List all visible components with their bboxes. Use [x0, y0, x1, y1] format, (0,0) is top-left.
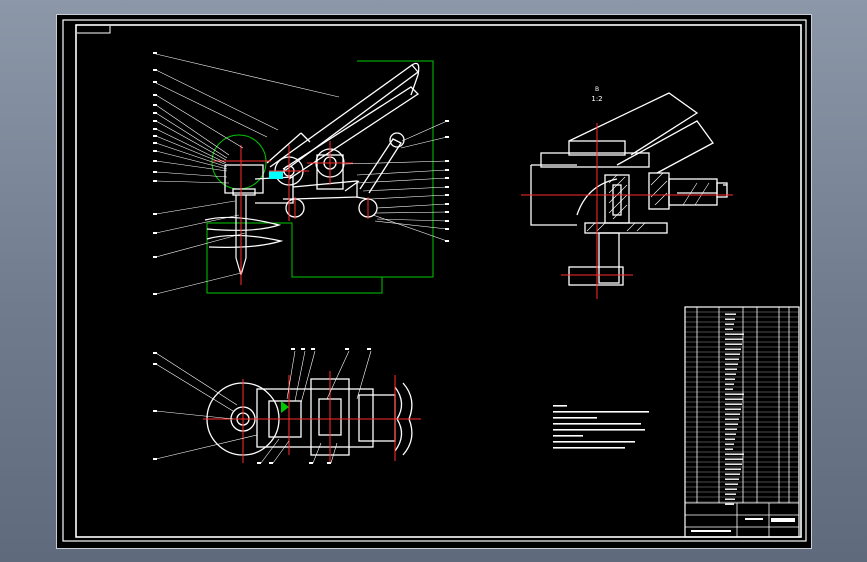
- main-view-leaders-left: [155, 53, 340, 295]
- cad-drawing-viewport[interactable]: B 1:2: [56, 14, 812, 549]
- parts-list-row-text: [725, 393, 744, 395]
- parts-list-row-text: [725, 328, 733, 330]
- parts-list-row-text: [725, 503, 734, 505]
- parts-list-row-text: [725, 438, 735, 440]
- parts-list-row-text: [725, 478, 739, 480]
- parts-list-row-text: [725, 448, 733, 450]
- parts-list-row-text: [725, 418, 739, 420]
- parts-list-row-text: [725, 428, 737, 430]
- view-a-label: B: [595, 86, 599, 93]
- view-a-hatching: [586, 172, 710, 232]
- main-view-handle: [266, 62, 420, 180]
- parts-list-row-text: [725, 363, 738, 365]
- parts-list-row-text: [725, 343, 742, 345]
- parts-list-entries: [725, 313, 744, 505]
- parts-list-row-text: [725, 348, 741, 350]
- main-view-body: [224, 132, 405, 218]
- parts-list-row-text: [725, 493, 736, 495]
- parts-list-row-text: [725, 378, 735, 380]
- main-view-balloon-marks: [153, 52, 449, 295]
- top-view-outline: [206, 378, 413, 456]
- parts-list-row-text: [725, 488, 737, 490]
- parts-list-row-text: [725, 333, 744, 335]
- parts-list-row-text: [725, 463, 742, 465]
- top-view: [153, 348, 421, 464]
- top-view-balloon-marks: [153, 348, 371, 464]
- top-view-centerlines: [203, 371, 421, 463]
- parts-list-row-text: [725, 473, 740, 475]
- parts-list-row-text: [725, 458, 743, 460]
- view-a-centerlines: [521, 123, 733, 299]
- parts-list-row-text: [725, 353, 740, 355]
- parts-list-row-text: [725, 483, 738, 485]
- parts-list-row-text: [725, 358, 739, 360]
- parts-list-row-text: [725, 408, 741, 410]
- title-block-marks: [691, 518, 795, 532]
- parts-list-row-text: [725, 468, 741, 470]
- top-view-green-mark: [281, 401, 289, 413]
- parts-list-row-text: [725, 453, 744, 455]
- parts-list-row-text: [725, 413, 740, 415]
- parts-list-row-text: [725, 498, 735, 500]
- view-a-section: B 1:2: [521, 86, 733, 299]
- main-view-leaders-right: [344, 120, 448, 242]
- parts-list-row-text: [725, 433, 736, 435]
- view-a-outline: [530, 92, 728, 286]
- parts-list-row-text: [725, 403, 742, 405]
- main-view-highlight-block: [269, 171, 283, 179]
- parts-list-row-text: [725, 323, 734, 325]
- cad-drawing-canvas[interactable]: B 1:2: [57, 15, 813, 550]
- parts-list-row-text: [725, 373, 736, 375]
- view-a-scale: 1:2: [591, 95, 602, 103]
- main-view: [153, 52, 449, 295]
- sheet-frame: [62, 19, 807, 542]
- parts-list-row-text: [725, 313, 736, 315]
- parts-list-row-text: [725, 368, 737, 370]
- parts-list-row-text: [725, 398, 743, 400]
- technical-notes: [553, 405, 649, 449]
- parts-list-row-text: [725, 318, 735, 320]
- parts-list-row-text: [725, 443, 734, 445]
- top-view-leaders: [155, 350, 372, 464]
- parts-list-row-text: [725, 388, 733, 390]
- main-view-centerlines: [213, 141, 369, 285]
- parts-list-row-text: [725, 338, 743, 340]
- parts-list-row-text: [725, 383, 734, 385]
- main-view-auger: [204, 195, 284, 278]
- parts-list-rows: [685, 311, 799, 503]
- parts-list-row-text: [725, 423, 738, 425]
